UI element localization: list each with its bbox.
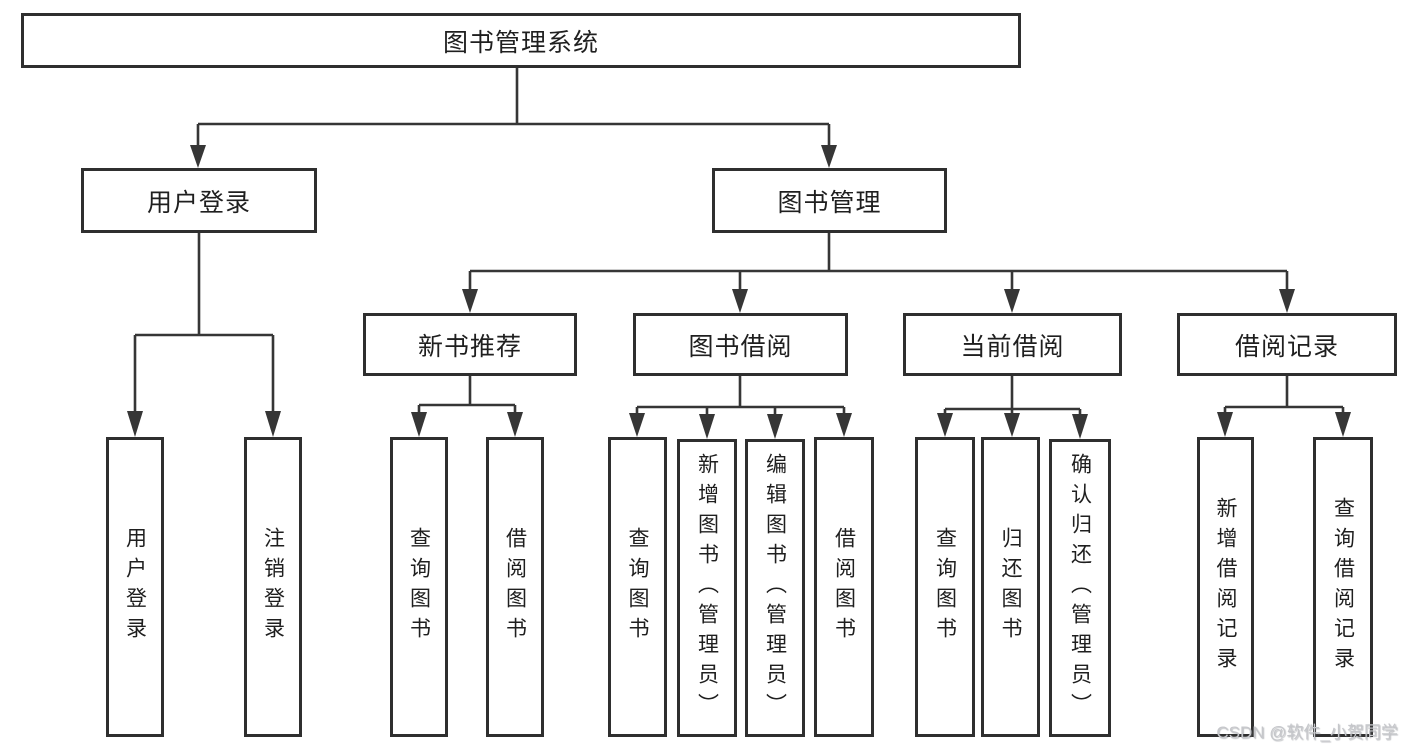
arrowhead-down-icon: [127, 411, 143, 437]
arrowhead-down-icon: [265, 411, 281, 437]
arrowhead-down-icon: [462, 289, 478, 313]
connector-path: [196, 67, 831, 146]
arrowhead-down-icon: [190, 145, 206, 168]
connector-path: [943, 376, 1082, 415]
leaf-add-book-admin-label: 新增图书（管理员）: [695, 453, 719, 723]
arrowhead-down-icon: [1217, 412, 1233, 437]
node-new-book-recommend-label: 新书推荐: [417, 332, 522, 361]
arrowhead-down-icon: [1279, 289, 1295, 313]
node-book-management: 图书管理: [712, 168, 947, 233]
connector-login-to-leaves: [127, 233, 281, 437]
leaf-confirm-return-admin-label: 确认归还（管理员）: [1068, 453, 1092, 723]
leaf-query-borrow-record: 查询借阅记录: [1313, 437, 1373, 737]
arrowhead-down-icon: [1004, 289, 1020, 313]
arrowhead-down-icon: [1335, 412, 1351, 437]
node-book-borrow: 图书借阅: [633, 313, 848, 376]
node-book-borrow-label: 图书借阅: [688, 332, 793, 361]
leaf-query-books-recommend-label: 查询图书: [407, 527, 431, 647]
connector-path: [133, 233, 275, 413]
node-book-management-label: 图书管理: [777, 188, 882, 217]
leaf-query-books-current: 查询图书: [915, 437, 975, 737]
leaf-query-books-borrow: 查询图书: [608, 437, 667, 737]
arrowhead-down-icon: [1072, 414, 1088, 439]
leaf-query-books-current-label: 查询图书: [933, 527, 957, 647]
leaf-user-login: 用户登录: [106, 437, 164, 737]
node-borrow-records-label: 借阅记录: [1234, 332, 1339, 361]
leaf-edit-book-admin-label: 编辑图书（管理员）: [763, 453, 787, 723]
leaf-logout-login: 注销登录: [244, 437, 302, 737]
watermark: CSDN @软件_小贺同学: [1216, 723, 1398, 742]
node-current-borrow-label: 当前借阅: [960, 332, 1065, 361]
leaf-confirm-return-admin: 确认归还（管理员）: [1049, 439, 1111, 737]
connector-management-to-level3: [462, 233, 1295, 313]
arrowhead-down-icon: [507, 412, 523, 437]
leaf-return-books: 归还图书: [981, 437, 1040, 737]
node-root: 图书管理系统: [21, 13, 1021, 68]
arrowhead-down-icon: [1004, 413, 1020, 437]
connector-path: [635, 376, 846, 415]
arrowhead-down-icon: [937, 413, 953, 437]
arrowhead-down-icon: [732, 289, 748, 313]
node-root-label: 图书管理系统: [442, 28, 599, 57]
leaf-query-books-recommend: 查询图书: [390, 437, 448, 737]
leaf-borrow-books-recommend: 借阅图书: [486, 437, 544, 737]
connector-path: [468, 233, 1289, 291]
node-user-login-label: 用户登录: [146, 188, 251, 217]
connector-current-to-leaves: [937, 376, 1088, 439]
leaf-query-books-borrow-label: 查询图书: [626, 527, 649, 647]
arrowhead-down-icon: [629, 413, 645, 437]
leaf-borrow-books-recommend-label: 借阅图书: [503, 527, 527, 647]
node-user-login: 用户登录: [81, 168, 317, 233]
leaf-borrow-books-borrow-label: 借阅图书: [832, 527, 856, 647]
leaf-user-login-label: 用户登录: [123, 527, 147, 647]
leaf-add-borrow-record-label: 新增借阅记录: [1214, 497, 1237, 677]
node-borrow-records: 借阅记录: [1177, 313, 1397, 376]
leaf-add-book-admin: 新增图书（管理员）: [677, 439, 737, 737]
connector-borrow-to-leaves: [629, 376, 852, 439]
node-new-book-recommend: 新书推荐: [363, 313, 577, 376]
arrowhead-down-icon: [411, 412, 427, 437]
connector-path: [1223, 376, 1345, 414]
leaf-logout-login-label: 注销登录: [261, 527, 285, 647]
leaf-edit-book-admin: 编辑图书（管理员）: [745, 439, 805, 737]
connector-root-to-level2: [190, 67, 837, 168]
arrowhead-down-icon: [821, 145, 837, 168]
arrowhead-down-icon: [699, 414, 715, 439]
arrowhead-down-icon: [767, 414, 783, 439]
node-current-borrow: 当前借阅: [903, 313, 1122, 376]
leaf-return-books-label: 归还图书: [999, 527, 1022, 647]
leaf-borrow-books-borrow: 借阅图书: [814, 437, 874, 737]
connector-recommend-to-leaves: [411, 376, 523, 437]
leaf-add-borrow-record: 新增借阅记录: [1197, 437, 1254, 737]
leaf-query-borrow-record-label: 查询借阅记录: [1331, 497, 1355, 677]
connector-records-to-leaves: [1217, 376, 1351, 437]
arrowhead-down-icon: [836, 413, 852, 437]
connector-path: [417, 376, 517, 414]
